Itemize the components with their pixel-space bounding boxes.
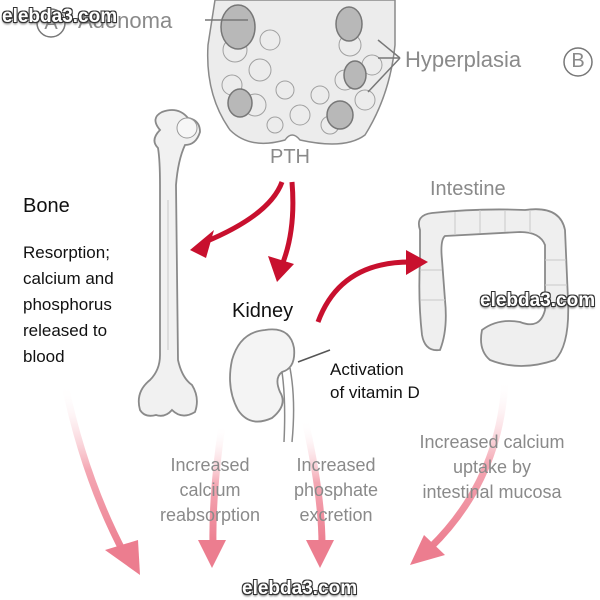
kidney-effect-2-arrow (301, 419, 334, 568)
kidney-organ (229, 328, 296, 443)
bone-effect-line: Resorption; (23, 243, 110, 262)
kidney-effect-2-line: phosphate (293, 480, 379, 500)
activation-text: Activation of vitamin D (330, 358, 420, 404)
kidney-to-intestine-arrow (315, 250, 428, 323)
intestine-effect-line: intestinal mucosa (422, 482, 562, 502)
intestine-effect-text: Increased calcium uptake by intestinal m… (392, 430, 592, 505)
bone-effect-text: Resorption; calcium and phosphorus relea… (23, 240, 114, 370)
hyperplasia-nodules (227, 6, 367, 130)
kidney-effect-2-line: excretion (299, 505, 373, 525)
activation-line: Activation (330, 360, 404, 379)
kidney-label: Kidney (232, 300, 294, 322)
watermark-top: elebda3.com (2, 6, 118, 27)
marker-a (36, 8, 66, 38)
intestine-effect-line: uptake by (452, 457, 532, 477)
bone-effect-line: blood (23, 347, 65, 366)
bone-effect-line: phosphorus (23, 295, 112, 314)
intestine-label: Intestine (430, 178, 506, 200)
pth-to-kidney-arrow (268, 181, 296, 282)
kidney-effect-1-text: Increased calcium reabsorption (145, 453, 275, 528)
intestine-effect-line: Increased calcium (419, 432, 565, 452)
bone-label: Bone (23, 195, 70, 217)
kidney-effect-1-line: Increased (170, 455, 250, 475)
adenoma-label: Adenoma (78, 8, 173, 33)
activation-leader (297, 349, 331, 363)
intestine-effect-arrow (410, 379, 509, 565)
kidney-effect-1-line: calcium (179, 480, 241, 500)
kidney-effect-2-line: Increased (296, 455, 376, 475)
watermark-middle: elebda3.com (480, 290, 596, 311)
kidney-effect-1-arrow (198, 424, 226, 568)
leader-lines (205, 19, 401, 93)
bone-effect-arrow (61, 384, 140, 575)
bone-effect-line: released to (23, 321, 108, 340)
marker-a-label: A (44, 12, 58, 34)
pth-to-bone-arrow (190, 181, 285, 258)
bone-femur (137, 109, 201, 417)
marker-b (563, 47, 593, 77)
kidney-effect-2-text: Increased phosphate excretion (276, 453, 396, 528)
kidney-effect-1-line: reabsorption (159, 505, 261, 525)
adenoma-nodule (220, 4, 256, 50)
activation-line: of vitamin D (330, 383, 420, 402)
marker-b-label: B (571, 50, 585, 72)
watermark-bottom: elebda3.com (242, 578, 358, 599)
intestine-organ (417, 208, 570, 367)
bone-effect-line: calcium and (23, 269, 114, 288)
pth-label: PTH (270, 146, 310, 168)
hyperplasia-label: Hyperplasia (405, 47, 522, 72)
